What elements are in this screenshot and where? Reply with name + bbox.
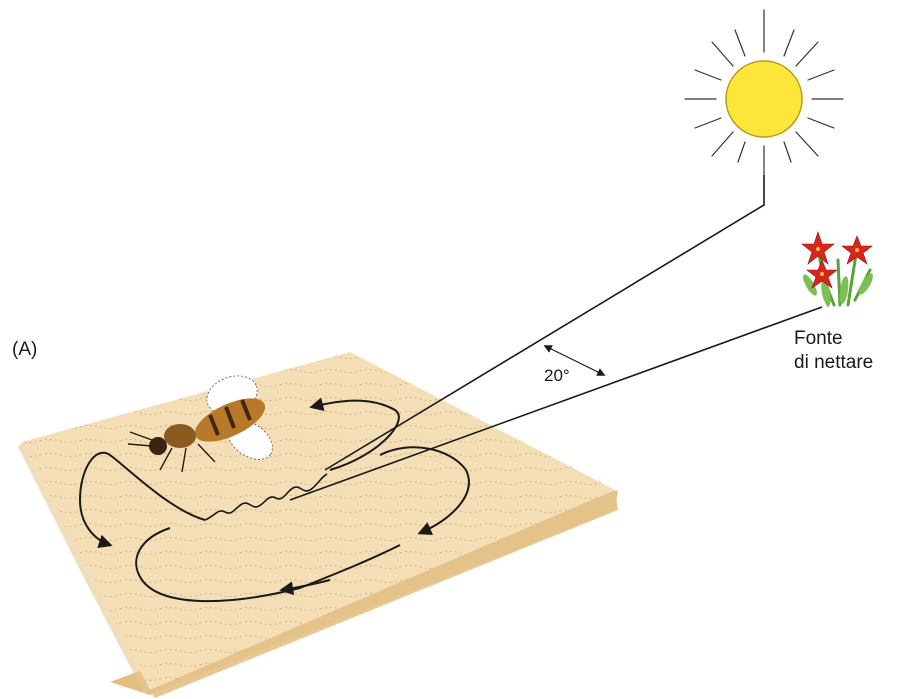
honeycomb-board [18,352,618,698]
panel-label: (A) [12,339,37,361]
flower-icon [801,232,876,307]
nectar-source-label-line2: di nettare [794,351,873,375]
nectar-source-label: Fonte di nettare [794,327,873,375]
nectar-source-label-line1: Fonte [794,327,873,351]
sun-icon [685,10,843,175]
angle-label: 20° [544,366,570,386]
